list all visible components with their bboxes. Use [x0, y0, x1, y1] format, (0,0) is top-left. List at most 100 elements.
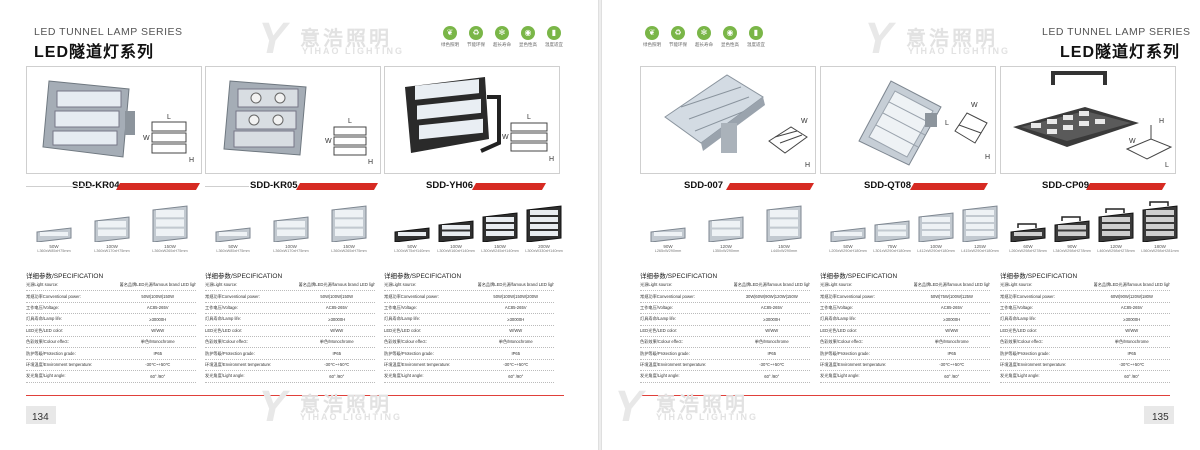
variant-dimensions: L300xW75xH140mm: [394, 249, 430, 253]
spec-value: -30℃~+50℃: [503, 362, 529, 368]
feature-temperature: ▮温度适宜: [747, 26, 765, 47]
spec-row: 防护等级/Protection grade:IP65: [26, 348, 196, 360]
feature-icons: ❦绿色照明 ♻节能环保 ✻超长寿命 ◉显色性高 ▮温度适宜: [440, 26, 564, 48]
spec-row: 光源Light source:著名品牌LED光源/famous brand LE…: [640, 280, 810, 292]
spec-value: ≥30000H: [328, 316, 346, 322]
spec-label: 防护等级/Protection grade:: [205, 350, 255, 356]
spec-label: 光源Light source:: [820, 282, 853, 288]
leaf-icon: ❦: [443, 26, 457, 40]
brand-watermark-cn: 意浩照明: [906, 28, 998, 50]
spec-row: 防护等级/Protection grade:IP65: [640, 348, 810, 360]
variant-dimensions: L360xW265xH75mm: [152, 249, 188, 253]
dimension-drawing: W L H: [945, 102, 990, 161]
svg-text:H: H: [1159, 118, 1164, 125]
spec-label: 常规功率Conventional power:: [26, 293, 81, 299]
model-accent-bar: [909, 183, 989, 190]
spec-row: 常规功率Conventional power:30W|60W|90W|120W|…: [640, 291, 810, 303]
spec-value: AC85-265V: [504, 305, 527, 311]
variant-wattage: 100W: [285, 244, 297, 249]
variant-wattage: 50W: [228, 244, 238, 249]
thermometer-icon: ▮: [749, 26, 763, 40]
variant-dimensions: L340xW298xH278mm: [1053, 249, 1091, 253]
footer-line: [640, 395, 1170, 396]
spec-row: 常规功率Conventional power:60W|90W|120W|180W: [1000, 291, 1170, 303]
spec-value: 60° /90°: [1124, 373, 1140, 379]
spec-title: 详细参数/SPECIFICATION: [384, 273, 462, 280]
spec-value: AC85-265V: [940, 305, 963, 311]
spec-value: AC85-265V: [325, 305, 348, 311]
variant-wattage: 50W: [843, 244, 853, 249]
spec-value: 60° /90°: [508, 373, 524, 379]
model-accent-bar: [1085, 183, 1167, 190]
svg-text:L: L: [348, 118, 352, 125]
right-page: ❦绿色照明 ♻节能环保 ✻超长寿命 ◉显色性高 ▮温度适宜 Y 意浩照明 YIH…: [602, 0, 1200, 450]
variant-dimensions: L360xW85xH75mm: [216, 249, 250, 253]
spec-row: 工作电压/Voltage:AC85-265V: [640, 303, 810, 315]
svg-text:H: H: [549, 156, 554, 163]
spec-row: 工作电压/Voltage:AC85-265V: [1000, 303, 1170, 315]
variant-wattage: 75W: [887, 244, 897, 249]
spec-label: 工作电压/Voltage:: [384, 304, 418, 310]
spec-label: 灯具寿命/Lamp life:: [640, 316, 677, 322]
spec-label: 发光角度/Light angle:: [820, 373, 860, 379]
spec-label: 工作电压/Voltage:: [1000, 304, 1034, 310]
spec-label: 防护等级/Protection grade:: [640, 350, 690, 356]
brand-watermark-cn: 意浩照明: [300, 28, 392, 50]
spec-label: 环境温度/Environment temperature:: [26, 361, 93, 367]
spec-title: 详细参数/SPECIFICATION: [205, 273, 283, 280]
leaf-icon: ❦: [645, 26, 659, 40]
spec-row: 色彩效果/Colour effect:单色/Monochrome: [820, 337, 990, 349]
variant-wattage: 50W: [407, 244, 417, 249]
svg-text:H: H: [805, 162, 810, 169]
page-gutter: [598, 0, 602, 450]
spec-row: LED光色/LED color:W/WW: [205, 326, 375, 337]
product-image-kr05: L W H: [205, 66, 381, 174]
spec-label: 环境温度/Environment temperature:: [384, 361, 451, 367]
spec-value: -30℃~+50℃: [145, 362, 171, 368]
model-name-qt08: SDD-QT08: [864, 180, 911, 191]
spec-value: 单色/Monochrome: [319, 339, 354, 345]
spec-value: W/WW: [509, 328, 523, 334]
spec-value: 单色/Monochrome: [140, 339, 175, 345]
spec-title: 详细参数/SPECIFICATION: [1000, 273, 1078, 280]
spec-row: 光源Light source:著名品牌LED光源/famous brand LE…: [26, 280, 196, 292]
spec-label: 环境温度/Environment temperature:: [640, 361, 707, 367]
spec-value: 单色/Monochrome: [1114, 339, 1149, 345]
variant-wattage: 180W: [1154, 244, 1166, 249]
spec-row: 发光角度/Light angle:60° /90°: [205, 371, 375, 383]
variant-wattage: 150W: [494, 244, 506, 249]
spec-value: W/WW: [1125, 328, 1139, 334]
spec-row: 环境温度/Environment temperature:-30℃~+50℃: [1000, 360, 1170, 372]
variant-wattage: 150W: [164, 244, 176, 249]
spec-row: 灯具寿命/Lamp life:≥30000H: [1000, 314, 1170, 326]
left-page: LED TUNNEL LAMP SERIES LED隧道灯系列 Y 意浩照明 Y…: [0, 0, 598, 450]
svg-text:H: H: [985, 154, 990, 161]
brand-watermark-cn: 意浩照明: [656, 394, 748, 416]
spec-value: ≥30000H: [507, 316, 525, 322]
spec-value: AC85-265V: [146, 305, 169, 311]
spec-value: IP65: [332, 351, 342, 357]
spec-row: LED光色/LED color:W/WW: [820, 326, 990, 337]
spec-row: 环境温度/Environment temperature:-30℃~+50℃: [640, 360, 810, 372]
spec-row: 发光角度/Light angle:60° /90°: [640, 371, 810, 383]
spec-value: W/WW: [330, 328, 344, 334]
spec-row: 常规功率Conventional power:50W|100W|150W: [205, 291, 375, 303]
svg-text:H: H: [368, 159, 373, 166]
dimension-drawing: W H: [768, 118, 810, 169]
divider-line: [26, 186, 94, 187]
feature-eco: ♻节能环保: [467, 26, 485, 47]
spec-value: 著名品牌LED光源/famous brand LED light source: [298, 282, 376, 288]
dimension-drawing: L W H: [502, 114, 554, 163]
svg-text:W: W: [1129, 138, 1136, 145]
spec-label: 色彩效果/Colour effect:: [640, 339, 683, 345]
variant-wattage: 120W: [1110, 244, 1122, 249]
spec-label: 发光角度/Light angle:: [640, 373, 680, 379]
dimension-drawing: L W H: [143, 114, 194, 164]
spec-row: 工作电压/Voltage:AC85-265V: [26, 303, 196, 315]
